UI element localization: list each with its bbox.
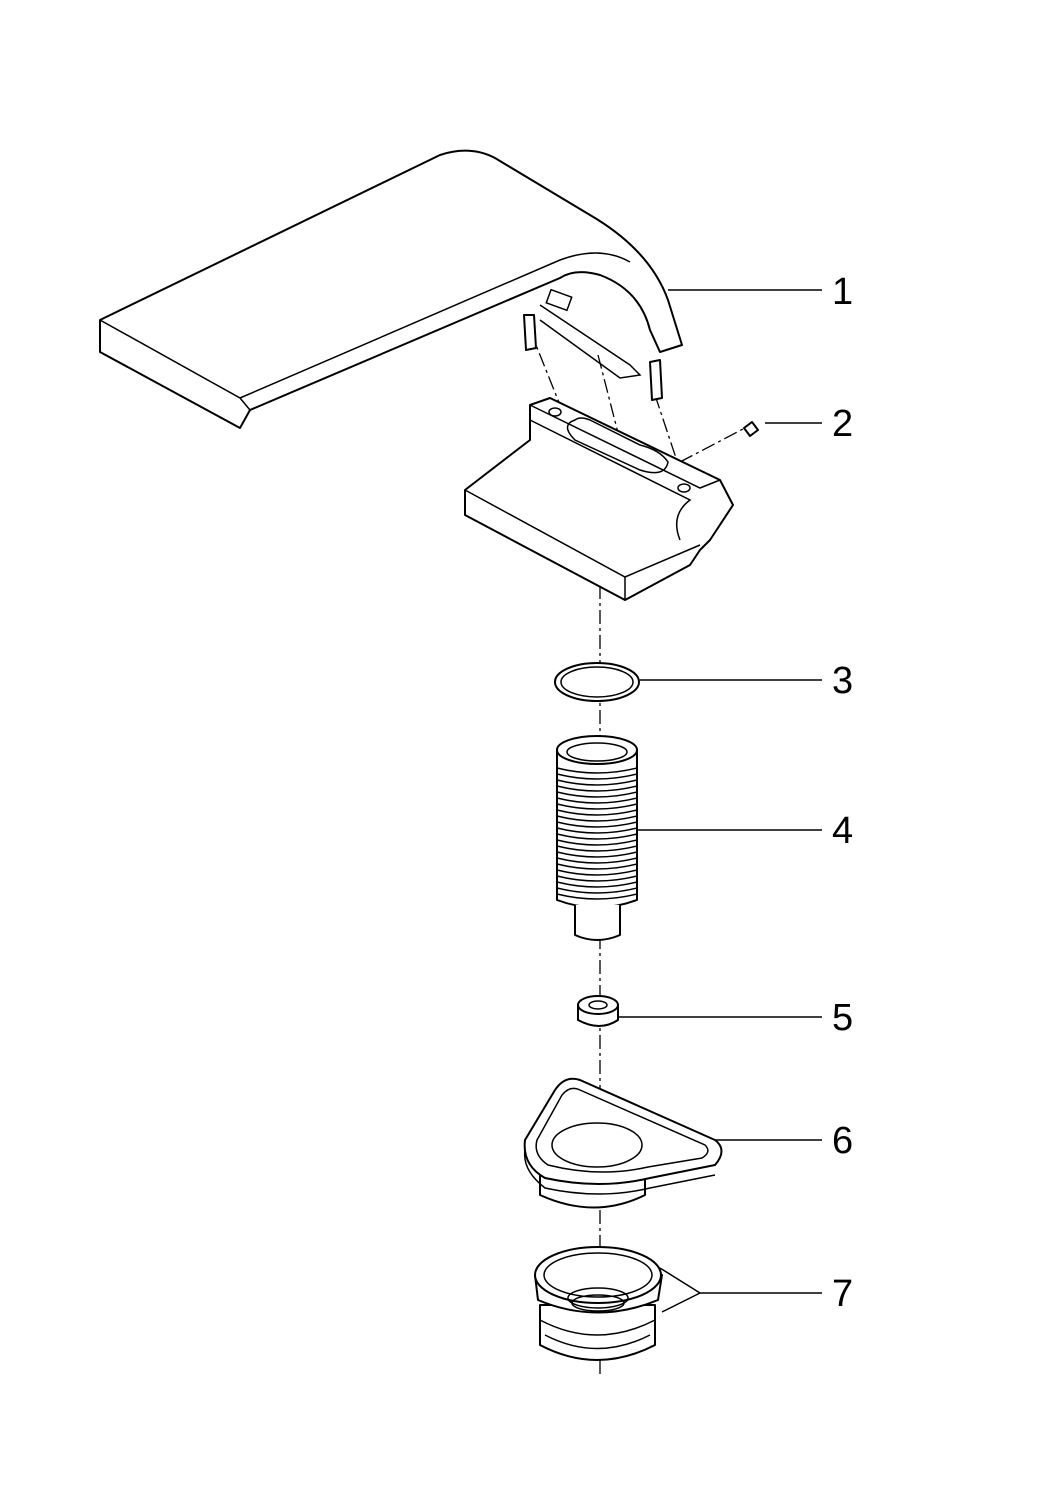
part-4-threaded-pipe [556, 735, 638, 941]
thread-line [556, 779, 638, 786]
thread-line [556, 851, 638, 858]
thread-line [556, 875, 638, 882]
thread-line [556, 767, 638, 774]
thread-line [556, 815, 638, 822]
thread-line [556, 839, 638, 846]
part-label-1: 1 [832, 271, 854, 313]
part-label-2: 2 [832, 403, 854, 445]
part-2-screw [743, 421, 759, 437]
part-7-drain-fittings [534, 1246, 663, 1361]
part-label-7: 7 [832, 1273, 854, 1315]
part-6-base-plate [523, 1077, 723, 1209]
thread-line [556, 791, 638, 798]
thread-line [556, 809, 638, 816]
grub-screw-axis [679, 427, 746, 463]
thread-line [556, 773, 638, 780]
thread-line [556, 797, 638, 804]
thread-line [556, 827, 638, 834]
part-3-o-ring [554, 662, 640, 702]
part-label-5: 5 [832, 997, 854, 1039]
thread-line [556, 803, 638, 810]
part-label-6: 6 [832, 1120, 854, 1162]
part-label-4: 4 [832, 810, 854, 852]
part-5-nut [577, 995, 619, 1027]
thread-line [556, 887, 638, 894]
thread-line [556, 893, 638, 900]
thread-line [556, 821, 638, 828]
thread-line [556, 863, 638, 870]
screw-axis-right [654, 394, 681, 471]
thread-line [556, 833, 638, 840]
mounting-block [464, 397, 734, 601]
part-1-spout [99, 149, 683, 429]
thread-line [556, 845, 638, 852]
thread-line [556, 881, 638, 888]
thread-line [556, 869, 638, 876]
thread-line [556, 857, 638, 864]
thread-line [556, 785, 638, 792]
spout-axis [597, 354, 626, 461]
part-label-3: 3 [832, 660, 854, 702]
leader-lines [618, 289, 822, 1313]
